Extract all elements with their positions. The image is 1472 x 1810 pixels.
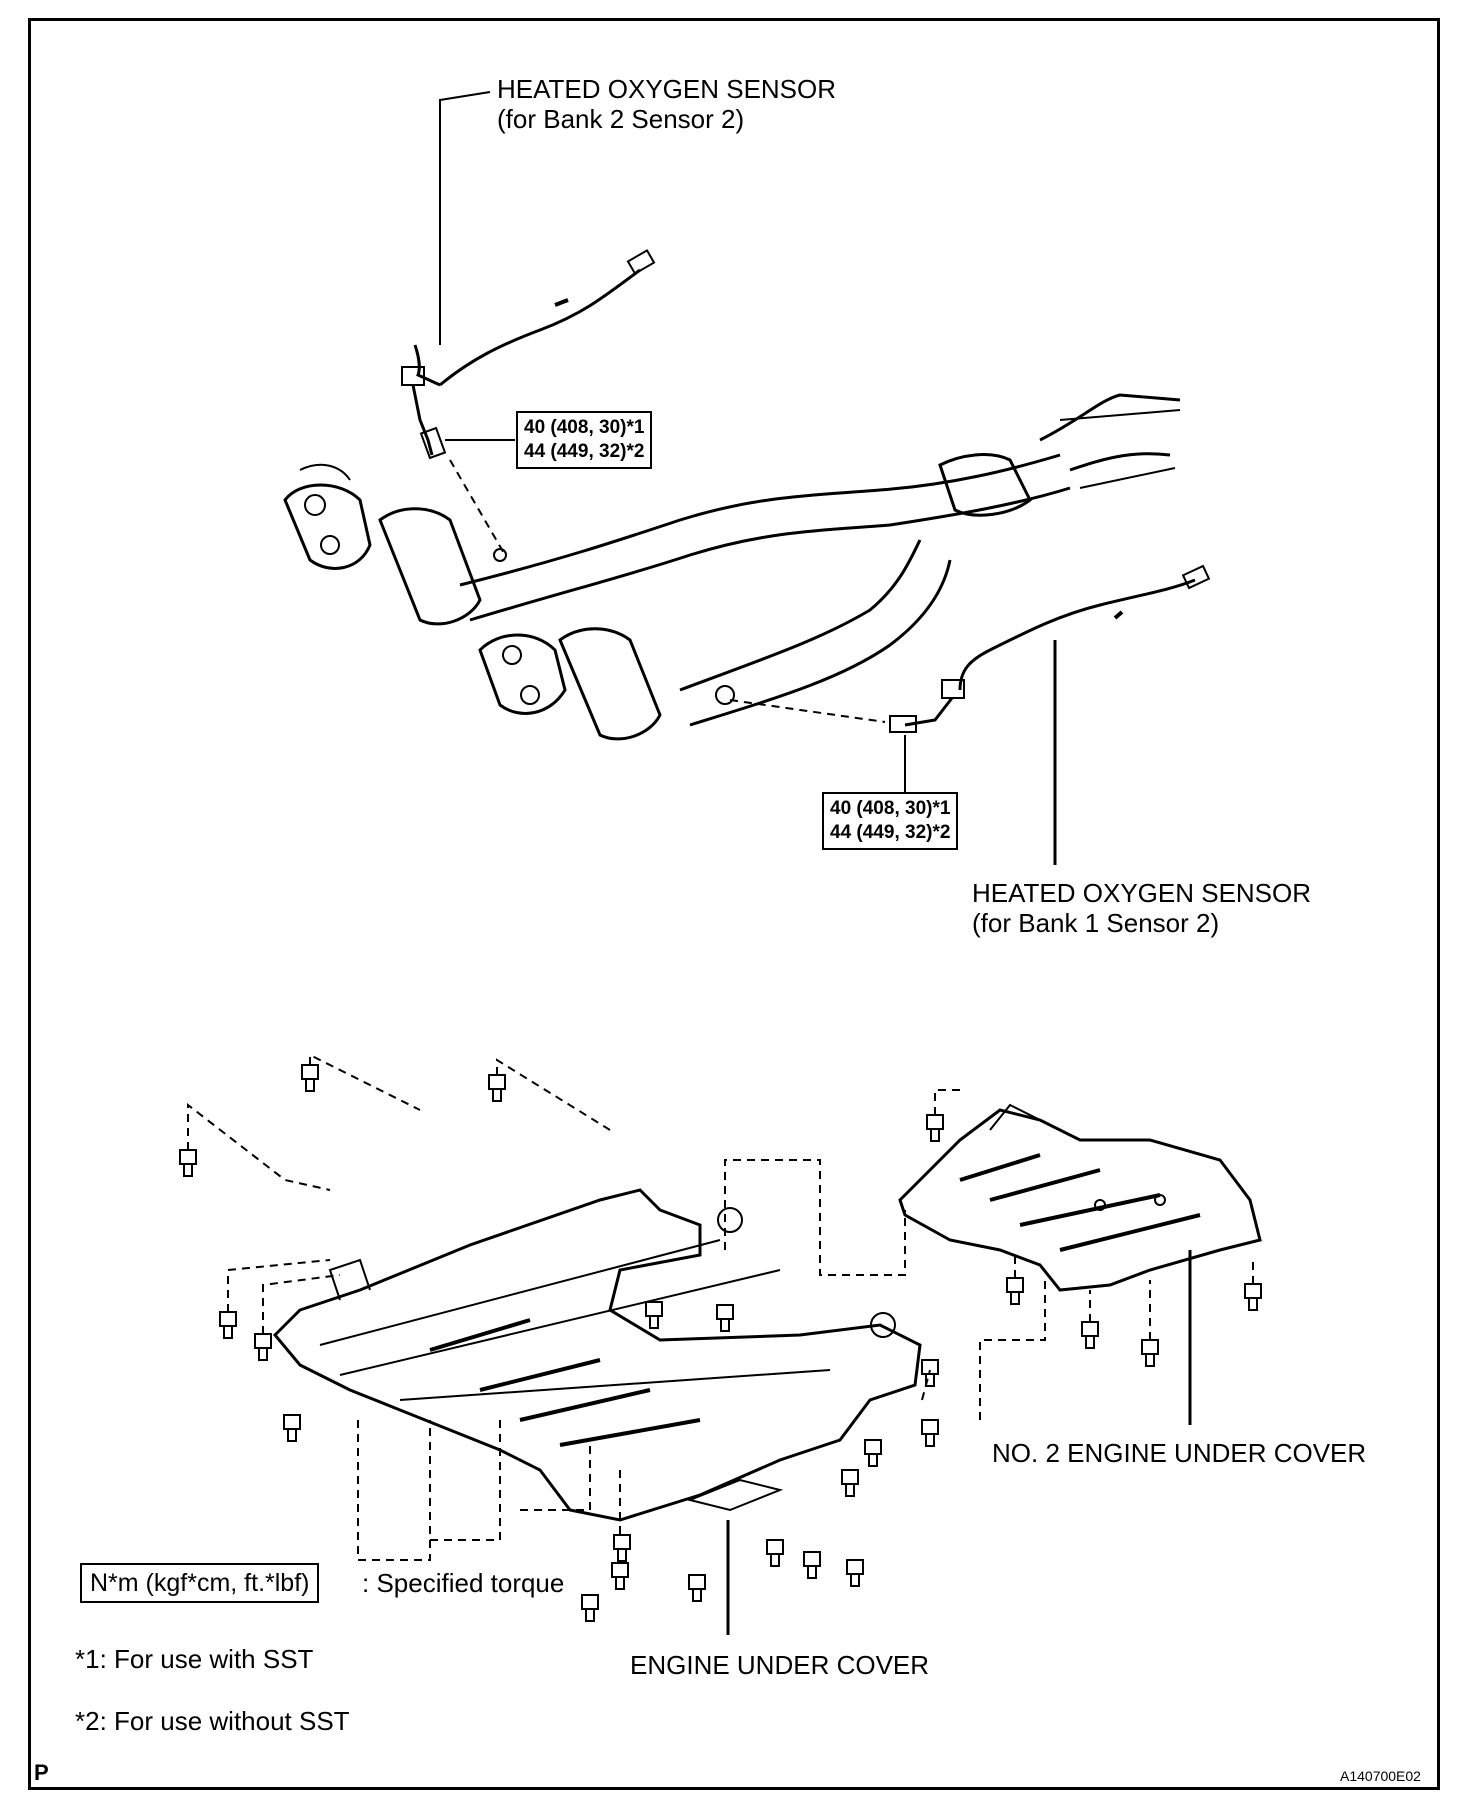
bolt — [219, 1311, 237, 1339]
torque-bank2-line2: 44 (449, 32)*2 — [524, 441, 645, 462]
sensor-bank1-subtitle: (for Bank 1 Sensor 2) — [972, 908, 1220, 938]
note-without-sst: *2: For use without SST — [75, 1706, 350, 1736]
note-with-sst: *1: For use with SST — [75, 1644, 314, 1674]
figure-code: A140700E02 — [1340, 1768, 1421, 1784]
bolt — [1244, 1283, 1262, 1311]
bolt — [1141, 1339, 1159, 1367]
leader-lines-top — [439, 91, 1057, 865]
bolt — [488, 1074, 506, 1102]
oxygen-sensor-bank2 — [401, 249, 656, 460]
sensor-bank1-label: HEATED OXYGEN SENSOR (for Bank 1 Sensor … — [972, 878, 1311, 938]
bolt — [766, 1539, 784, 1567]
bolt — [841, 1469, 859, 1497]
bolt — [1006, 1277, 1024, 1305]
sensor-bank1-title: HEATED OXYGEN SENSOR — [972, 878, 1312, 908]
torque-unit-box: N*m (kgf*cm, ft.*lbf) — [80, 1563, 320, 1603]
exhaust-pipe-assembly — [283, 393, 1181, 741]
bolt — [179, 1149, 197, 1177]
bolt — [1081, 1321, 1099, 1349]
engine-under-cover-shape — [272, 1188, 922, 1522]
no2-engine-under-cover-label: NO. 2 ENGINE UNDER COVER — [992, 1438, 1367, 1468]
sensor-bank2-label: HEATED OXYGEN SENSOR (for Bank 2 Sensor … — [497, 74, 836, 134]
sensor-bank2-title: HEATED OXYGEN SENSOR — [497, 74, 837, 104]
corner-letter: P — [34, 1760, 49, 1785]
bolt — [301, 1064, 319, 1092]
bolt — [921, 1359, 939, 1387]
bolt — [803, 1551, 821, 1579]
bolt — [645, 1301, 663, 1329]
torque-box-bank2: 40 (408, 30)*1 44 (449, 32)*2 — [516, 411, 653, 469]
leader-lines-bottom — [726, 1250, 1192, 1635]
torque-box-bank1: 40 (408, 30)*1 44 (449, 32)*2 — [822, 792, 959, 850]
no2-engine-under-cover-shape — [898, 1103, 1262, 1292]
engine-under-cover-label: ENGINE UNDER COVER — [630, 1650, 930, 1680]
bolt — [846, 1559, 864, 1587]
bolt — [254, 1333, 272, 1361]
bolt — [926, 1114, 944, 1142]
torque-unit-description: : Specified torque — [362, 1568, 565, 1598]
bolt — [864, 1439, 882, 1467]
bolt — [688, 1574, 706, 1602]
torque-bank1-line2: 44 (449, 32)*2 — [830, 822, 951, 843]
oxygen-sensor-bank1 — [889, 564, 1211, 733]
bolt — [283, 1414, 301, 1442]
sensor-bank2-subtitle: (for Bank 2 Sensor 2) — [497, 104, 745, 134]
bolt — [611, 1562, 629, 1590]
torque-bank1-line1: 40 (408, 30)*1 — [830, 798, 951, 819]
bolt — [581, 1594, 599, 1622]
bolt — [921, 1419, 939, 1447]
bolts — [179, 1064, 1262, 1622]
bolt — [613, 1534, 631, 1562]
diagram-frame — [28, 18, 1440, 1790]
bolt — [716, 1304, 734, 1332]
torque-bank2-line1: 40 (408, 30)*1 — [524, 417, 645, 438]
dashed-assembly-lines — [187, 1053, 1254, 1561]
